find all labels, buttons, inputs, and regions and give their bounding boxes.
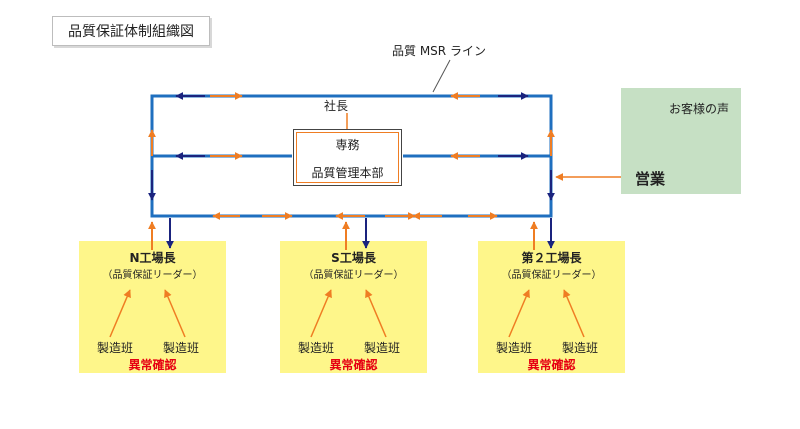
factory-2-team-1: 製造班 <box>496 341 533 355</box>
sales-label: 営業 <box>635 170 666 188</box>
factory-2-abnormality-check: 異常確認 <box>527 358 576 372</box>
factory-2-box: 第２工場長 （品質保証リーダー） 製造班 製造班 異常確認 <box>478 241 625 373</box>
factory-s-box: S工場長 （品質保証リーダー） 製造班 製造班 異常確認 <box>280 241 427 373</box>
factory-s-abnormality-check: 異常確認 <box>329 358 378 372</box>
factory-2-name: 第２工場長 <box>521 251 582 265</box>
factory-n-abnormality-check: 異常確認 <box>128 358 177 372</box>
customer-voice-label: お客様の声 <box>668 102 729 116</box>
diagram-title: 品質保証体制組織図 <box>52 16 210 46</box>
factory-s-role: （品質保証リーダー） <box>303 270 404 281</box>
president-label: 社長 <box>323 99 348 113</box>
executive-box: 専務 品質管理本部 <box>293 129 402 186</box>
qa-headquarters-label: 品質管理本部 <box>311 166 384 180</box>
factory-n-team-1: 製造班 <box>97 341 134 355</box>
factory-s-team-arrow-1 <box>310 289 332 338</box>
executive-box-inner <box>296 132 399 183</box>
factory-2-role: （品質保証リーダー） <box>501 270 602 281</box>
factory-n-role: （品質保証リーダー） <box>102 270 203 281</box>
factory-n-team-arrow-2 <box>164 289 186 338</box>
factory-2-team-arrow-2 <box>563 289 585 338</box>
factory-s-name: S工場長 <box>331 251 376 265</box>
factory-s-team-arrow-2 <box>365 289 387 338</box>
factory-s-team-1: 製造班 <box>298 341 335 355</box>
factory-n-team-2: 製造班 <box>163 341 200 355</box>
factory-2-team-2: 製造班 <box>562 341 599 355</box>
factory-s-team-2: 製造班 <box>364 341 401 355</box>
factory-2-team-arrow-1 <box>508 289 530 338</box>
factory-n-team-arrow-1 <box>109 289 131 338</box>
factory-n-box: N工場長 （品質保証リーダー） 製造班 製造班 異常確認 <box>79 241 226 373</box>
customer-voice-box: お客様の声 営業 <box>621 88 741 194</box>
factory-n-name: N工場長 <box>129 251 176 265</box>
msr-line-label: 品質 MSR ライン <box>392 44 486 58</box>
executive-label: 専務 <box>335 138 360 152</box>
msr-leader-line <box>432 59 451 93</box>
